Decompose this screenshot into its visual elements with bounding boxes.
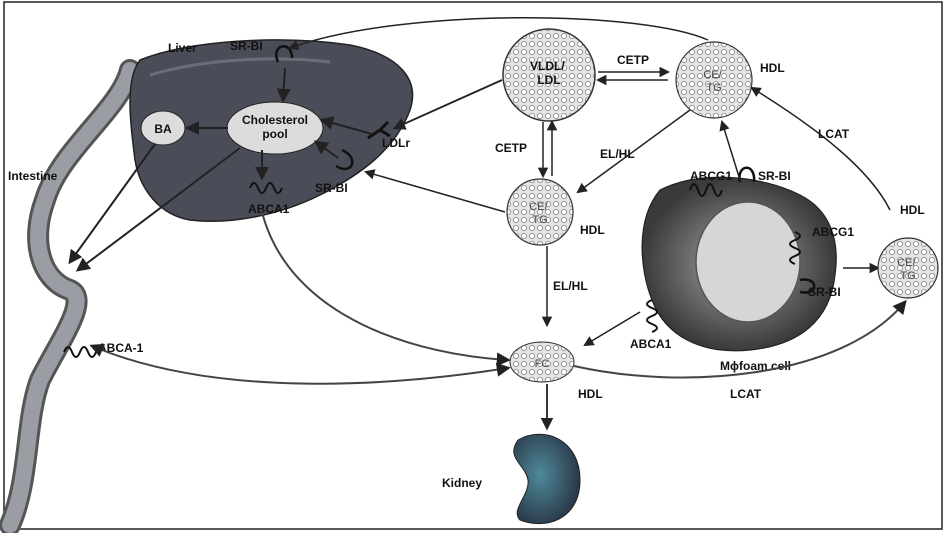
sr-bi-liver-top-label: SR-BI <box>230 39 263 53</box>
el-hl-vertical-label: EL/HL <box>553 279 588 293</box>
abca1-liver-label: ABCA1 <box>248 202 290 216</box>
abcg1-top-label: ABCG1 <box>690 169 732 183</box>
abca1-foam-label: ABCA1 <box>630 337 672 351</box>
ba-label: BA <box>154 122 172 136</box>
cetp-horizontal-label: CETP <box>617 53 649 67</box>
arrow-hdl-to-srbi-top <box>290 18 708 48</box>
intestine-label: Intestine <box>8 169 58 183</box>
abcg1-right-label: ABCG1 <box>812 225 854 239</box>
hdl-middle-label: HDL <box>580 223 605 237</box>
cetp-vertical-label: CETP <box>495 141 527 155</box>
lcat-top-label: LCAT <box>818 127 850 141</box>
hdl-right-inner-label: CE/ TG <box>897 257 918 282</box>
hdl-top-inner-label: CE/ TG <box>703 69 724 94</box>
abca1-intestine-label: ABCA-1 <box>98 341 144 355</box>
sr-bi-foam-top-label: SR-BI <box>758 169 791 183</box>
liver-label: Liver <box>168 41 197 55</box>
foam-cell-nucleus <box>696 202 800 322</box>
lcat-bottom-label: LCAT <box>730 387 762 401</box>
sr-bi-liver-bottom-label: SR-BI <box>315 181 348 195</box>
el-hl-diagonal-label: EL/HL <box>600 147 635 161</box>
kidney-shape <box>514 434 580 523</box>
hdl-top-label: HDL <box>760 61 785 75</box>
foam-cell-label: Mϕfoam cell <box>720 359 791 373</box>
ldlr-label: LDLr <box>382 136 410 150</box>
arrow-hdl-to-srbi-liver <box>366 172 505 212</box>
hdl-right-label: HDL <box>900 203 925 217</box>
hdl-fc-label: HDL <box>578 387 603 401</box>
sr-bi-foam-right-label: SR-BI <box>808 285 841 299</box>
hdl-middle-inner-label: CE/ TG <box>529 201 550 226</box>
fc-label: FC <box>535 358 550 370</box>
kidney-label: Kidney <box>442 476 482 490</box>
arrow-abca1-liver-to-fc <box>262 212 508 360</box>
